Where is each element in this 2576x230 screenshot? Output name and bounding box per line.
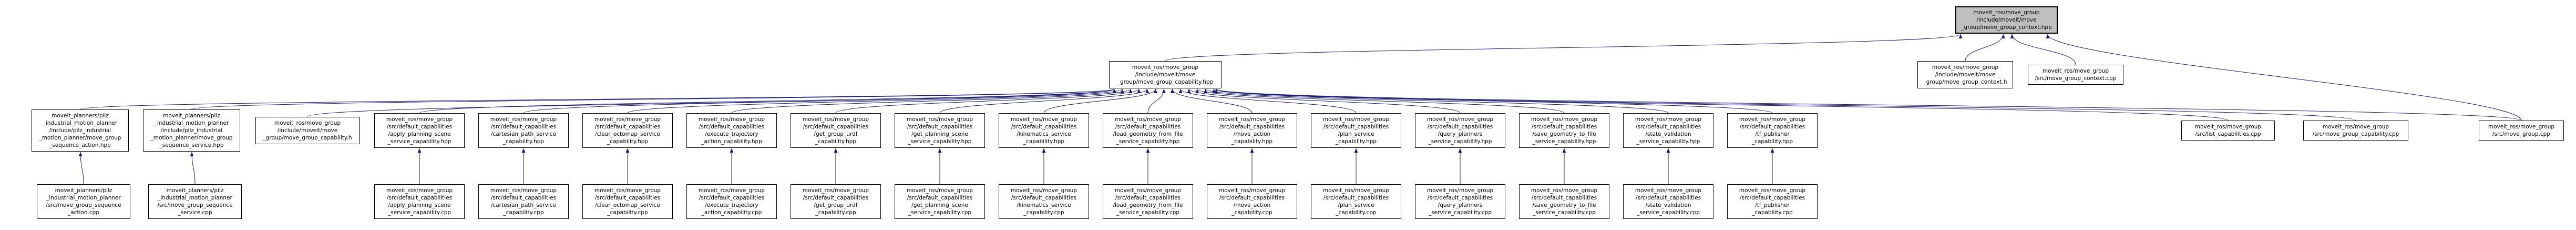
include-edge [1043,88,1157,114]
graph-node-kinematics_hpp[interactable]: moveit_ros/move_group /src/default_capab… [999,113,1089,148]
graph-node-pilz_action_hpp[interactable]: moveit_planners/pilz _industrial_motion_… [32,109,129,152]
include-edge [191,88,1116,110]
include-edge [1215,88,2356,121]
include-edge [1187,88,1461,114]
graph-node-apply_cpp[interactable]: moveit_ros/move_group /src/default_capab… [374,184,465,219]
include-edge [1215,88,2229,121]
include-edge [731,88,1133,114]
graph-node-root[interactable]: moveit_ros/move_group /include/moveit/mo… [1955,6,2058,34]
include-edge [2046,34,2522,121]
include-edge [627,88,1124,114]
include-edge [1147,88,1166,114]
include-edge [1204,88,1669,114]
graph-node-plan_service_cpp[interactable]: moveit_ros/move_group /src/default_capab… [1311,184,1401,219]
graph-node-list_caps_cpp[interactable]: moveit_ros/move_group /src/list_capabili… [2181,121,2275,141]
graph-node-cartesian_cpp[interactable]: moveit_ros/move_group /src/default_capab… [478,184,569,219]
graph-node-tf_publisher_cpp[interactable]: moveit_ros/move_group /src/default_capab… [1727,184,1818,219]
graph-node-pilz_service_cpp[interactable]: moveit_planners/pilz _industrial_motion_… [148,184,242,219]
graph-node-kinematics_cpp[interactable]: moveit_ros/move_group /src/default_capab… [999,184,1089,219]
graph-node-state_validation_hpp[interactable]: moveit_ros/move_group /src/default_capab… [1623,113,1713,148]
graph-node-clear_octomap_hpp[interactable]: moveit_ros/move_group /src/default_capab… [582,113,673,148]
graph-node-load_geometry_hpp[interactable]: moveit_ros/move_group /src/default_capab… [1103,113,1193,148]
graph-node-state_validation_cpp[interactable]: moveit_ros/move_group /src/default_capab… [1623,184,1713,219]
include-edge [190,152,196,185]
graph-node-query_planners_cpp[interactable]: moveit_ros/move_group /src/default_capab… [1415,184,1505,219]
graph-node-clear_octomap_cpp[interactable]: moveit_ros/move_group /src/default_capab… [582,184,673,219]
graph-node-get_planning_scene_hpp[interactable]: moveit_ros/move_group /src/default_capab… [895,113,985,148]
graph-node-get_planning_scene_cpp[interactable]: moveit_ros/move_group /src/default_capab… [895,184,985,219]
graph-node-execute_cpp[interactable]: moveit_ros/move_group /src/default_capab… [686,184,777,219]
graph-node-apply_hpp[interactable]: moveit_ros/move_group /src/default_capab… [374,113,465,148]
include-edge [835,88,1141,114]
include-edge [1195,88,1565,114]
graph-node-move_action_cpp[interactable]: moveit_ros/move_group /src/default_capab… [1207,184,1297,219]
graph-node-cap_h[interactable]: moveit_ros/move_group /include/moveit/mo… [255,117,360,144]
graph-node-query_planners_hpp[interactable]: moveit_ros/move_group /src/default_capab… [1415,113,1505,148]
include-edge [1965,34,2005,62]
include-edge [78,152,84,185]
graph-node-save_geometry_cpp[interactable]: moveit_ros/move_group /src/default_capab… [1519,184,1609,219]
graph-node-get_group_urdf_hpp[interactable]: moveit_ros/move_group /src/default_capab… [791,113,881,148]
include-edge [2010,34,2076,65]
include-edge [939,88,1150,114]
include-edge [1165,34,1963,62]
include-edge [1215,88,2522,121]
graph-node-save_geometry_hpp[interactable]: moveit_ros/move_group /src/default_capab… [1519,113,1609,148]
graph-node-pilz_action_cpp[interactable]: moveit_planners/pilz _industrial_motion_… [37,184,130,219]
graph-node-cap_hpp[interactable]: moveit_ros/move_group /include/moveit/mo… [1109,61,1222,88]
include-edge [419,88,1116,114]
include-edge [523,88,1116,114]
graph-node-ctx_h[interactable]: moveit_ros/move_group /include/moveit/mo… [1917,61,2013,88]
graph-node-plan_service_hpp[interactable]: moveit_ros/move_group /src/default_capab… [1311,113,1401,148]
graph-node-get_group_urdf_cpp[interactable]: moveit_ros/move_group /src/default_capab… [791,184,881,219]
graph-node-tf_publisher_hpp[interactable]: moveit_ros/move_group /src/default_capab… [1727,113,1818,148]
include-edge [1170,88,1253,114]
graph-node-move_action_hpp[interactable]: moveit_ros/move_group /src/default_capab… [1207,113,1297,148]
graph-node-execute_hpp[interactable]: moveit_ros/move_group /src/default_capab… [686,113,777,148]
graph-node-mg_capability_cpp[interactable]: moveit_ros/move_group /src/move_group_ca… [2303,121,2408,141]
graph-node-mg_cpp[interactable]: moveit_ros/move_group /src/move_group.cp… [2479,121,2564,141]
graph-node-load_geometry_cpp[interactable]: moveit_ros/move_group /src/default_capab… [1103,184,1193,219]
graph-node-cartesian_hpp[interactable]: moveit_ros/move_group /src/default_capab… [478,113,569,148]
graph-node-pilz_service_hpp[interactable]: moveit_planners/pilz _industrial_motion_… [143,109,240,152]
graph-node-ctx_cpp[interactable]: moveit_ros/move_group /src/move_group_co… [2028,65,2123,85]
